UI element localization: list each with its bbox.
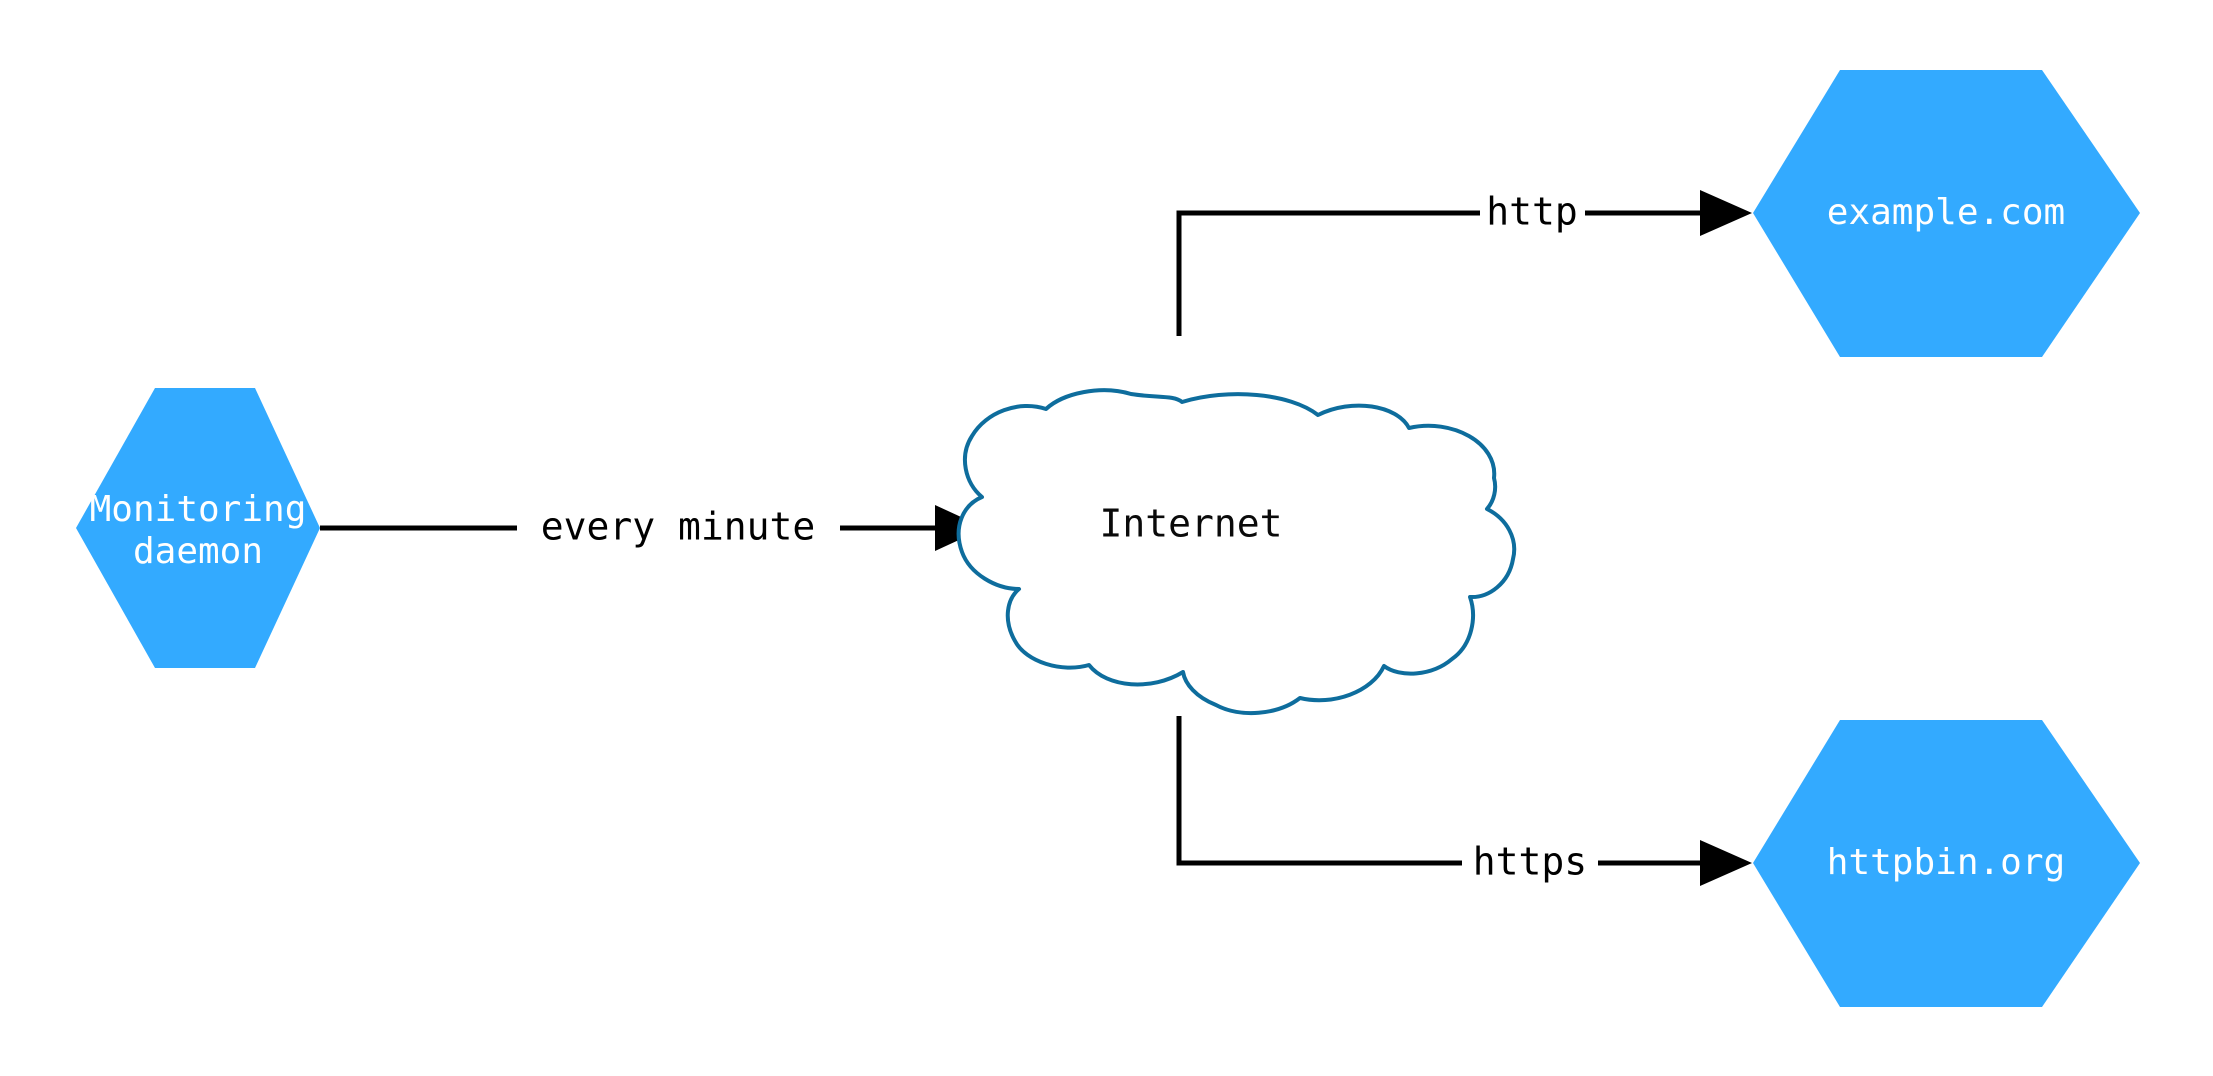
edge-internet-to-httpbin-arrowhead: [1700, 840, 1752, 886]
monitoring-daemon-hexagon[interactable]: [76, 388, 320, 668]
edge-label-https: https: [1473, 840, 1587, 884]
edge-label-every-minute: every minute: [541, 505, 816, 549]
example-com-label: example.com: [1827, 192, 2065, 233]
node-monitoring-daemon[interactable]: Monitoring daemon: [76, 388, 320, 668]
edge-internet-to-example-elbow: [1176, 210, 1480, 336]
monitoring-daemon-label-line1: Monitoring: [90, 489, 307, 530]
edge-internet-to-example-arrowhead: [1700, 190, 1752, 236]
node-example-com[interactable]: example.com: [1753, 70, 2140, 357]
httpbin-org-label: httpbin.org: [1827, 842, 2065, 883]
internet-label: Internet: [1099, 502, 1282, 546]
edge-internet-to-httpbin-elbow: [1176, 716, 1462, 866]
example-com-hexagon[interactable]: [1753, 70, 2140, 357]
edge-daemon-to-internet[interactable]: every minute: [320, 505, 985, 552]
node-internet[interactable]: Internet: [956, 388, 1517, 716]
internet-cloud-shape[interactable]: [956, 388, 1517, 716]
node-httpbin-org[interactable]: httpbin.org: [1753, 720, 2140, 1007]
edge-internet-to-example[interactable]: http: [1176, 190, 1752, 337]
edge-internet-to-httpbin[interactable]: https: [1176, 716, 1752, 886]
httpbin-org-hexagon[interactable]: [1753, 720, 2140, 1007]
monitoring-daemon-label-line2: daemon: [133, 531, 263, 572]
edge-label-http: http: [1486, 190, 1578, 234]
